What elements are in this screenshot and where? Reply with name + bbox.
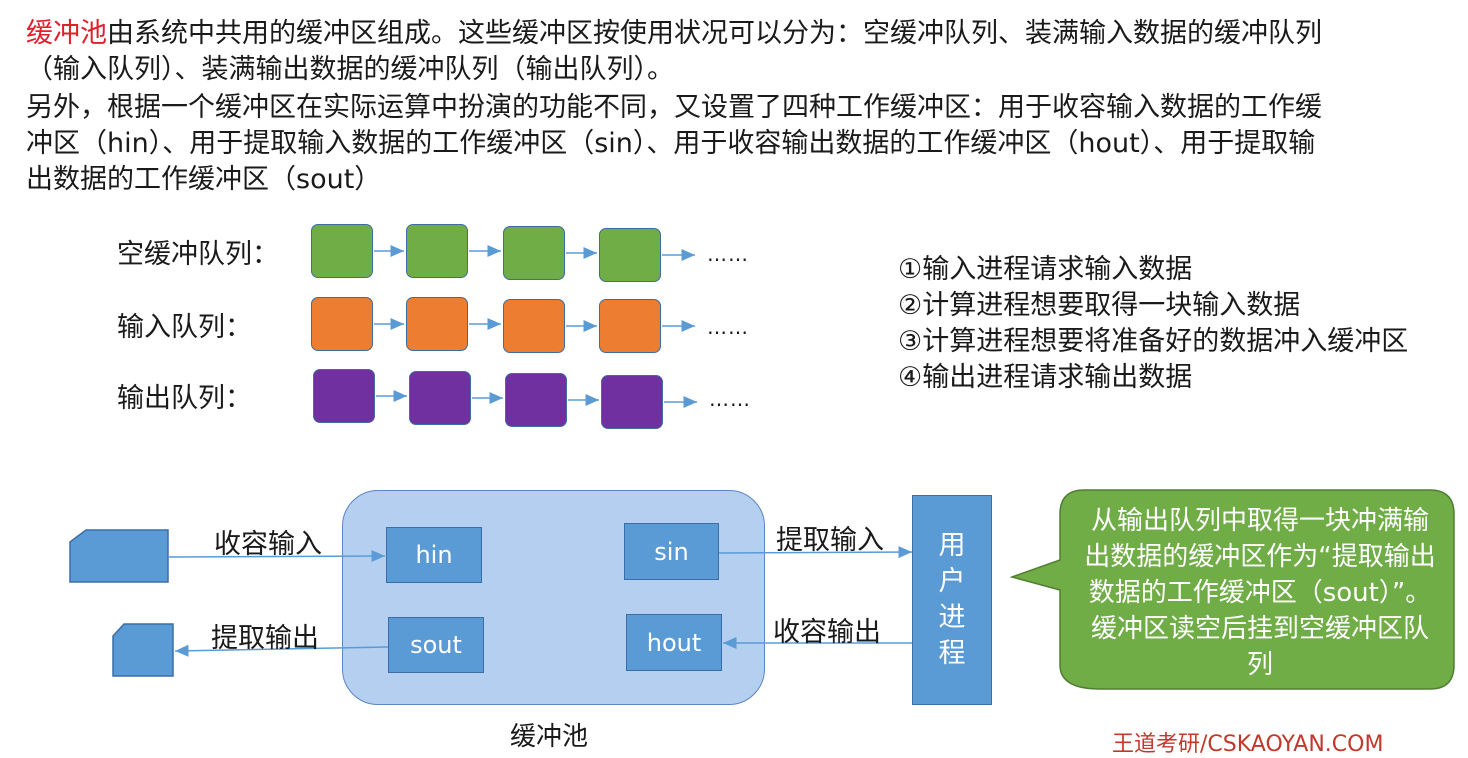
queue-label-output: 输出队列： [117,383,252,414]
collect-output-label: 收容输出 [773,617,881,648]
output-queue-buffer [313,369,375,423]
sout-buffer: sout [388,617,484,673]
queue-continuation-dots: …… [709,387,751,411]
user-process-label: 用户进程 [938,530,966,669]
hout-buffer: hout [626,614,722,671]
callout-text: 从输出队列中取得一块冲满输出数据的缓冲区作为“提取输出数据的工作缓冲区（sout… [1084,506,1436,680]
request-steps-list: ①输入进程请求输入数据 ②计算进程想要取得一块输入数据 ③计算进程想要将准备好的… [898,252,1408,396]
buffer-pool-label: 缓冲池 [510,722,589,752]
extract-input-label: 提取输入 [776,525,884,556]
queue-continuation-dots: …… [707,242,749,266]
hin-buffer: hin [386,527,482,583]
empty-queue-buffer [599,228,661,282]
intro-text-1: 由系统中共用的缓冲区组成。这些缓冲区按使用状况可以分为：空缓冲队列、装满输入数据… [26,18,1322,85]
brand-watermark: 王道考研/CSKAOYAN.COM [1112,732,1384,757]
empty-queue-buffer [406,224,468,278]
step-compute-take-input: ②计算进程想要取得一块输入数据 [898,290,1301,321]
step-input-request: ①输入进程请求输入数据 [898,254,1193,285]
intro-paragraph-1: 缓冲池由系统中共用的缓冲区组成。这些缓冲区按使用状况可以分为：空缓冲队列、装满输… [26,16,1326,88]
step-compute-put-output: ③计算进程想要将准备好的数据冲入缓冲区 [898,326,1409,357]
output-queue-buffer [601,375,663,429]
buffer-pool-highlight: 缓冲池 [26,18,107,49]
output-queue-buffer [409,371,471,425]
sin-buffer: sin [624,523,719,580]
empty-queue-buffer [503,226,565,280]
intro-paragraph-2: 另外，根据一个缓冲区在实际运算中扮演的功能不同，又设置了四种工作缓冲区：用于收容… [26,92,1322,195]
input-queue-buffer [503,299,565,353]
step-output-request: ④输出进程请求输出数据 [898,362,1193,393]
queue-label-empty: 空缓冲队列： [117,239,279,270]
input-queue-buffer [406,297,468,351]
output-queue-buffer [505,373,567,427]
extract-output-label: 提取输出 [211,623,319,654]
input-queue-buffer [311,297,373,351]
empty-queue-buffer [311,224,373,278]
input-queue-buffer [599,299,661,353]
collect-input-label: 收容输入 [214,529,322,560]
queue-label-input: 输入队列： [117,312,252,343]
queue-continuation-dots: …… [707,315,749,339]
user-process: 用户进程 [912,495,992,705]
